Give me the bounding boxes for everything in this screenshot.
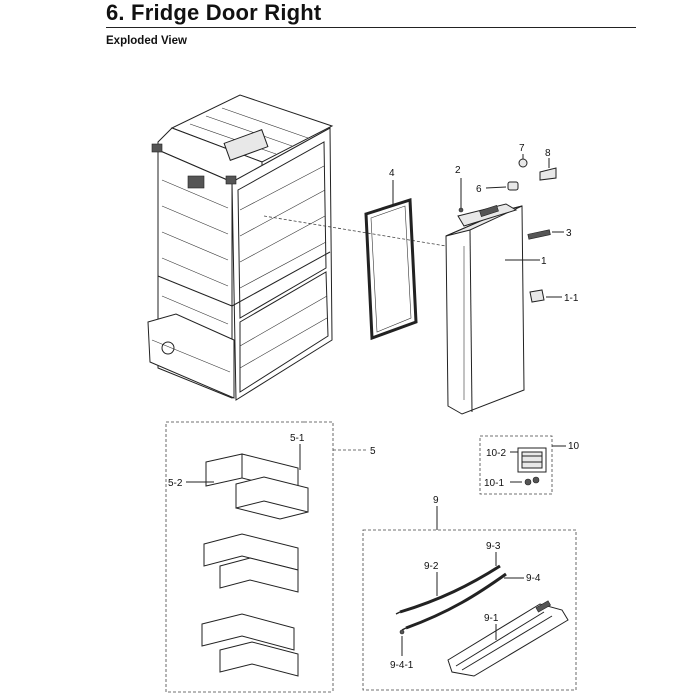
callout-9-2: 9-2 — [424, 561, 439, 572]
handle-assembly-drawing — [362, 506, 577, 691]
callout-10: 10 — [568, 441, 580, 452]
callout-9: 9 — [433, 495, 439, 506]
fridge-cabinet-drawing — [147, 94, 334, 401]
callout-3: 3 — [566, 228, 572, 239]
page-title: 6. Fridge Door Right — [106, 0, 322, 25]
callout-9-3: 9-3 — [486, 541, 501, 552]
callout-7: 7 — [519, 143, 525, 154]
assembly-line-dashed — [263, 215, 459, 249]
callout-9-1: 9-1 — [484, 613, 499, 624]
callout-5-2: 5-2 — [168, 478, 183, 489]
callout-9-4: 9-4 — [526, 573, 541, 584]
callout-5: 5 — [370, 446, 376, 457]
title-underline — [106, 27, 636, 28]
door-hinge-parts-drawing — [392, 154, 564, 303]
callout-10-1: 10-1 — [484, 478, 504, 489]
callout-6: 6 — [476, 184, 482, 195]
fridge-door-drawing — [445, 203, 525, 415]
callout-2: 2 — [455, 165, 461, 176]
callout-8: 8 — [545, 148, 551, 159]
door-bins-drawing — [165, 421, 366, 693]
callout-1: 1 — [541, 256, 547, 267]
door-gasket-drawing — [364, 197, 418, 341]
callout-1-1: 1-1 — [564, 293, 579, 304]
callout-5-1: 5-1 — [290, 433, 305, 444]
callout-9-4-1: 9-4-1 — [390, 660, 414, 671]
page-subtitle: Exploded View — [106, 35, 187, 47]
callout-4: 4 — [389, 168, 395, 179]
control-module-drawing — [479, 435, 566, 495]
callout-10-2: 10-2 — [486, 448, 506, 459]
